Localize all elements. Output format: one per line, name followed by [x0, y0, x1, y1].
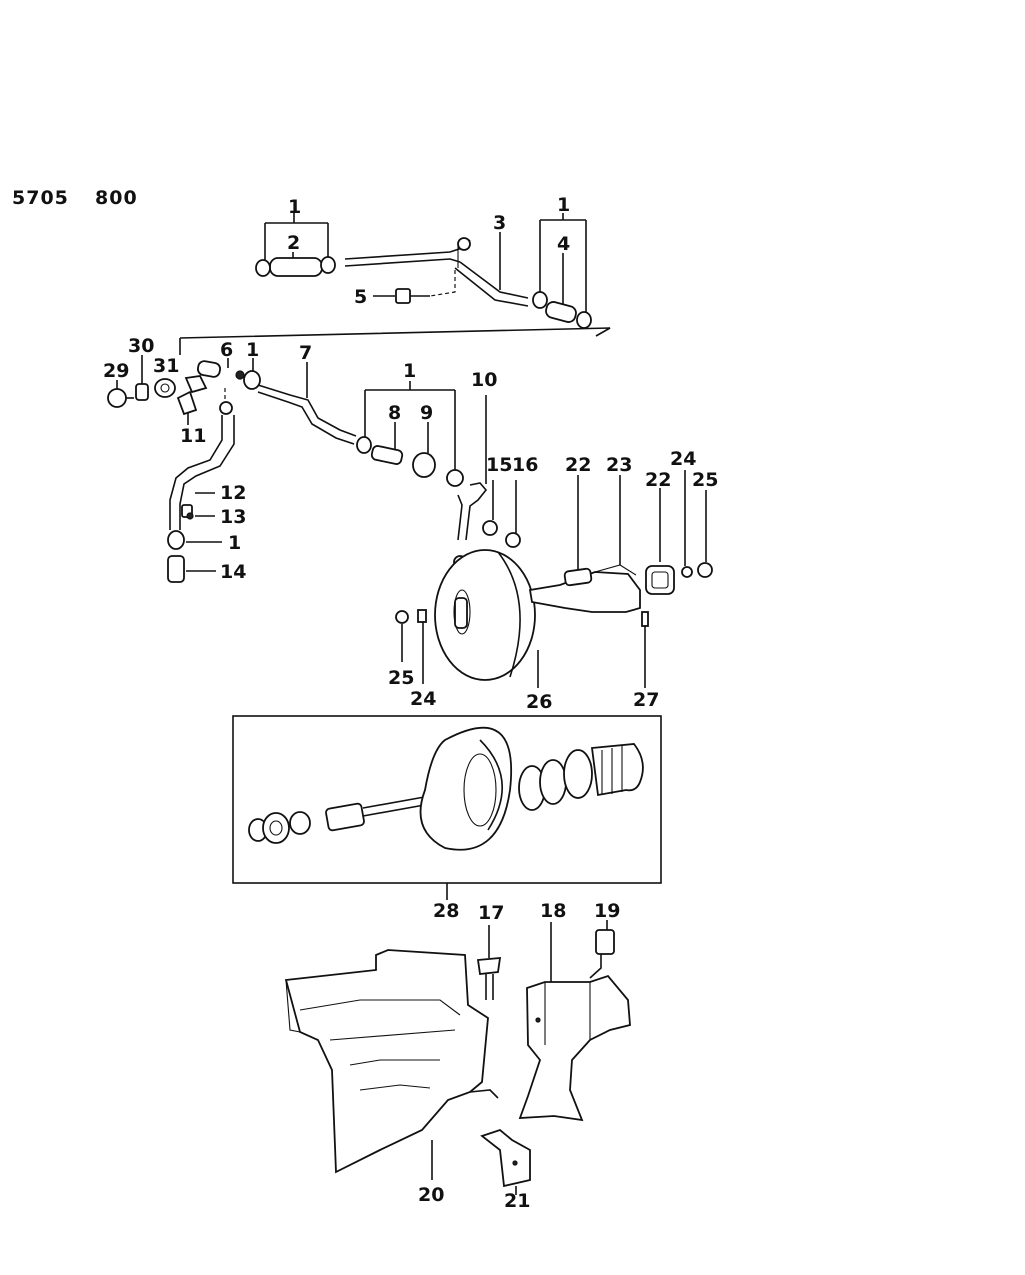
callout-1: 1 — [288, 196, 301, 218]
callout-21: 21 — [504, 1190, 530, 1212]
callout-4: 4 — [557, 233, 570, 255]
callout-3: 3 — [493, 212, 506, 234]
callout-26: 26 — [526, 691, 552, 713]
callout-13: 13 — [220, 506, 246, 528]
callout-20: 20 — [418, 1184, 444, 1206]
callout-18: 18 — [540, 900, 566, 922]
callout-31: 31 — [153, 355, 179, 377]
callout-12: 12 — [220, 482, 246, 504]
callout-1: 1 — [246, 339, 259, 361]
callout-10: 10 — [471, 369, 497, 391]
diagram-code-right: 800 — [95, 187, 138, 209]
callout-24: 24 — [670, 448, 696, 470]
callout-24: 24 — [410, 688, 436, 710]
callout-1: 1 — [228, 532, 241, 554]
callout-29: 29 — [103, 360, 129, 382]
callout-19: 19 — [594, 900, 620, 922]
callout-6: 6 — [220, 339, 233, 361]
callout-22: 22 — [645, 469, 671, 491]
dash-panel-group — [284, 920, 631, 1195]
callout-16: 16 — [512, 454, 538, 476]
callout-8: 8 — [388, 402, 401, 424]
callout-11: 11 — [180, 425, 206, 447]
diagram-code-left: 5705 — [12, 187, 69, 209]
callout-23: 23 — [606, 454, 632, 476]
callout-7: 7 — [299, 342, 312, 364]
callout-15: 15 — [486, 454, 512, 476]
vacuum-hose-upper-group — [179, 213, 611, 355]
callout-labels: 1 2 3 1 4 5 30 29 31 6 1 7 1 8 9 10 11 1… — [103, 194, 718, 1212]
callout-22: 22 — [565, 454, 591, 476]
callout-5: 5 — [354, 286, 367, 308]
callout-1: 1 — [403, 360, 416, 382]
callout-27: 27 — [633, 689, 659, 711]
brake-booster-assembly — [395, 470, 713, 688]
callout-25: 25 — [388, 667, 414, 689]
callout-25: 25 — [692, 469, 718, 491]
callout-2: 2 — [287, 232, 300, 254]
callout-1: 1 — [557, 194, 570, 216]
booster-internals-detail — [232, 715, 662, 900]
callout-9: 9 — [420, 402, 433, 424]
check-valve-group — [356, 381, 488, 569]
callout-14: 14 — [220, 561, 246, 583]
callout-28: 28 — [433, 900, 459, 922]
callout-30: 30 — [128, 335, 154, 357]
callout-17: 17 — [478, 902, 504, 924]
vacuum-hose-left-group — [107, 355, 357, 583]
